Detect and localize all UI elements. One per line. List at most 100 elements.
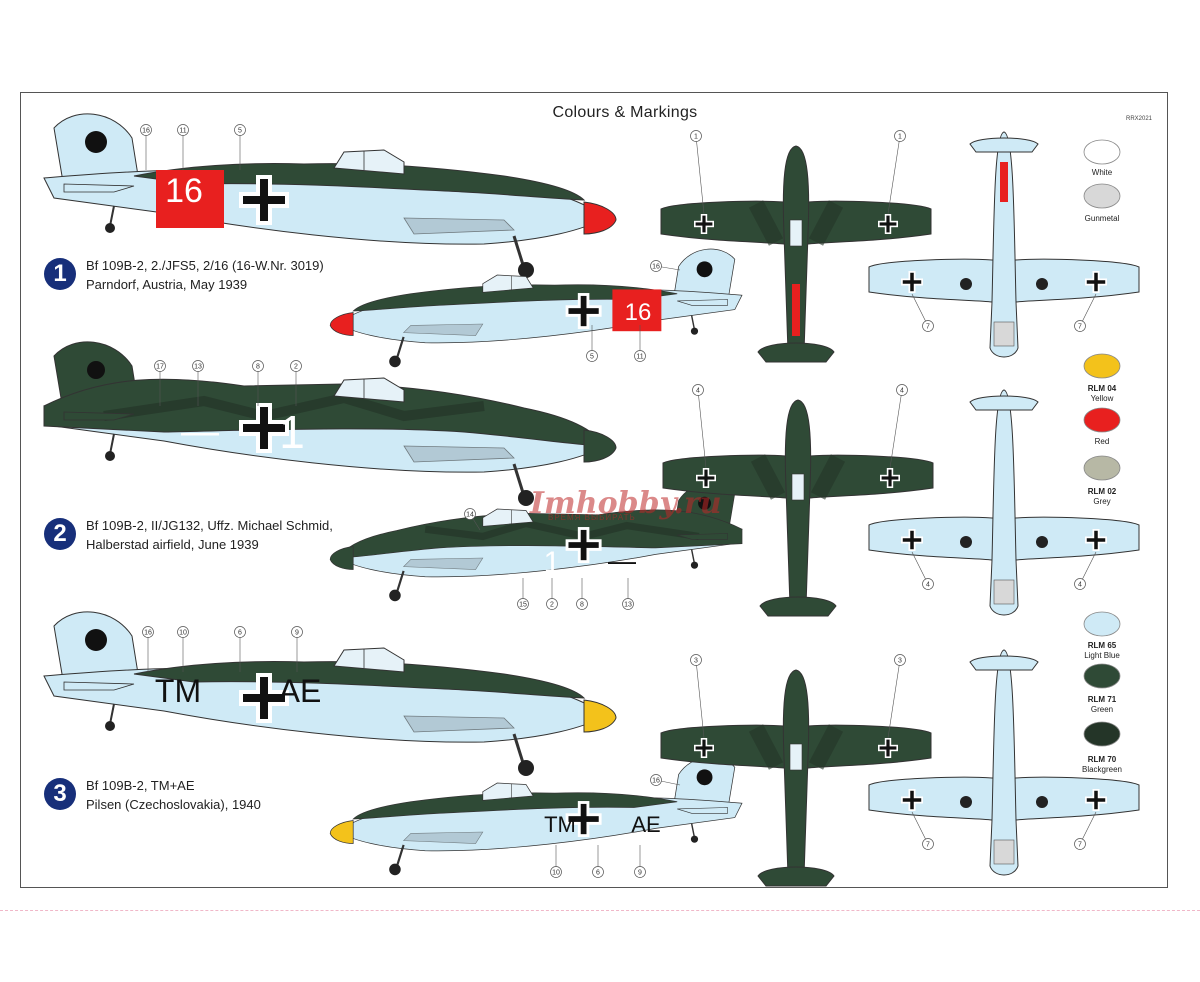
tail-marking: [87, 361, 105, 379]
radiator: [993, 321, 1015, 347]
fuselage-top: [784, 399, 812, 607]
canopy: [482, 274, 534, 293]
svg-text:17: 17: [156, 364, 164, 371]
swatch-white: [1083, 139, 1121, 165]
svg-text:16: 16: [142, 128, 150, 135]
main-gear-strut: [512, 235, 526, 269]
camo-band: [750, 454, 846, 500]
radiator: [993, 839, 1015, 865]
svg-text:6: 6: [596, 870, 600, 877]
scheme-1-side-left: [43, 113, 617, 278]
wing-cross-right: [880, 468, 900, 488]
swatch-red: [1083, 407, 1121, 433]
callout-marker: 14: [464, 508, 481, 531]
wing-root: [403, 217, 515, 235]
scheme-2-number-right: 1: [544, 546, 561, 579]
tail-wheel-strut: [109, 703, 115, 725]
main-wheel: [389, 355, 401, 368]
svg-text:3: 3: [898, 658, 902, 665]
tailplane: [677, 807, 728, 814]
swatch-rlm71-name: Green: [1090, 705, 1114, 714]
wing-cross-left: [694, 214, 714, 234]
main-gear-strut: [512, 463, 526, 497]
tail-wheel-strut: [690, 549, 696, 564]
svg-text:1: 1: [694, 134, 698, 141]
tail-marking: [696, 261, 713, 278]
svg-text:2: 2: [550, 602, 554, 609]
tail-wheel: [105, 223, 115, 233]
scheme-1-plan-top: [660, 145, 932, 363]
scheme-2-number: 2: [44, 518, 76, 550]
swatch-white-label: White: [1042, 168, 1162, 178]
callout-marker: 6: [234, 626, 246, 672]
scheme-3-plan-top: [660, 669, 932, 887]
scheme-3-plan-bottom: [868, 649, 1140, 876]
callout-marker: 16: [650, 260, 681, 272]
tailplane: [63, 411, 135, 421]
svg-text:11: 11: [636, 354, 643, 361]
swatch-white-name: White: [1091, 168, 1113, 177]
fuselage-cross: [565, 293, 602, 330]
tail-wheel-strut: [690, 315, 696, 330]
wheel-right: [1036, 278, 1048, 290]
svg-text:11: 11: [179, 128, 186, 135]
main-wheel: [389, 589, 401, 602]
swatch-gunmetal-name: Gunmetal: [1084, 214, 1120, 223]
under-cross-right: [1085, 529, 1107, 551]
fuselage-upper: [133, 163, 586, 201]
wheel-left: [960, 536, 972, 548]
svg-text:16: 16: [652, 264, 660, 271]
tailplane: [63, 183, 135, 193]
tailplane: [63, 681, 135, 691]
scheme-1-number: 1: [44, 258, 76, 290]
tailplane-top: [757, 342, 835, 363]
svg-text:4: 4: [900, 388, 904, 395]
svg-text:9: 9: [295, 630, 299, 637]
scheme-3-code-left-2: TM: [544, 812, 576, 837]
swatch-grey: [1083, 455, 1121, 481]
callout-marker: 7: [911, 293, 934, 332]
wheel-left: [960, 278, 972, 290]
wing-cross-left: [694, 738, 714, 758]
tail-marking: [696, 769, 713, 786]
watermark-tagline: ВРЕМЯ ВЫБИРАТЬ: [548, 513, 636, 522]
callout-marker: 4: [692, 384, 707, 469]
scheme-3-code-left: TM: [155, 673, 201, 709]
callout-marker: 2: [546, 578, 558, 610]
scheme-2-side-right: [329, 482, 743, 602]
svg-text:16: 16: [652, 778, 660, 785]
under-cross-right: [1085, 271, 1107, 293]
camo-band: [748, 724, 844, 770]
camo-band: [748, 200, 844, 246]
sheet-code: RRX2021: [1126, 116, 1153, 122]
swatch-rlm70-code: RLM 70: [1087, 755, 1117, 764]
svg-text:4: 4: [1078, 582, 1082, 589]
callout-marker: 4: [911, 551, 934, 590]
callout-marker: 17: [154, 360, 166, 406]
swatch-rlm04-name: Yellow: [1090, 394, 1114, 403]
fuselage-band: [156, 170, 224, 228]
wheel-right: [1036, 796, 1048, 808]
fuselage-upper: [352, 792, 678, 820]
under-cross-left: [901, 529, 923, 551]
callout-marker: 10: [177, 626, 189, 672]
swatch-light-blue: [1083, 611, 1121, 637]
tail-marking: [698, 496, 712, 510]
svg-text:1: 1: [898, 134, 902, 141]
under-cross-left: [901, 271, 923, 293]
wheel-left: [960, 796, 972, 808]
wing-root: [402, 323, 484, 336]
callout-marker: 1: [690, 130, 705, 215]
scheme-3-number: 3: [44, 778, 76, 810]
red-band-top: [792, 284, 800, 336]
main-gear-strut: [395, 570, 405, 595]
wing-root: [402, 557, 484, 570]
fuselage-cross: [565, 801, 602, 838]
svg-text:9: 9: [638, 870, 642, 877]
swatch-red-name: Red: [1094, 437, 1110, 446]
wing-cross-right: [878, 214, 898, 234]
